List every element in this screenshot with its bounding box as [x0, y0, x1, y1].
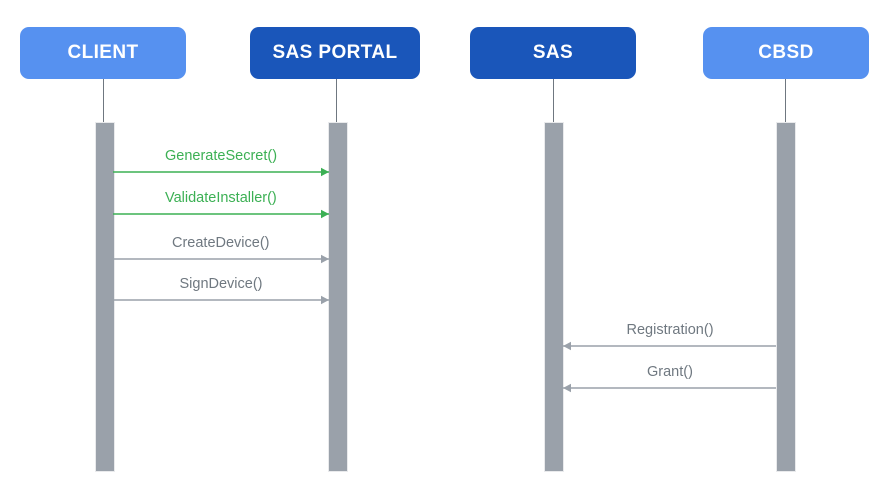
lifeline-cbsd	[785, 79, 786, 122]
message-arrow-registration	[563, 341, 776, 351]
arrow-head-grant	[563, 383, 571, 393]
message-arrow-create-device	[113, 254, 329, 264]
activation-bar-client	[95, 122, 115, 472]
actor-label-sas-portal: SAS PORTAL	[272, 42, 398, 63]
message-label-create-device: CreateDevice()	[172, 235, 270, 251]
arrow-head-validate-installer	[321, 209, 329, 219]
actor-box-sas-portal[interactable]: SAS PORTAL	[250, 27, 420, 79]
message-label-grant: Grant()	[647, 364, 693, 380]
message-arrow-sign-device	[113, 295, 329, 305]
activation-bar-sas-portal	[328, 122, 348, 472]
message-label-generate-secret: GenerateSecret()	[165, 148, 278, 164]
message-label-sign-device: SignDevice()	[179, 276, 263, 292]
actor-box-cbsd[interactable]: CBSD	[703, 27, 869, 79]
actor-label-cbsd: CBSD	[758, 42, 814, 63]
arrow-head-create-device	[321, 254, 329, 264]
actor-box-sas[interactable]: SAS	[470, 27, 636, 79]
lifeline-sas-portal	[336, 79, 337, 122]
actor-label-client: CLIENT	[67, 42, 139, 63]
activation-bar-cbsd	[776, 122, 796, 472]
activation-bar-sas	[544, 122, 564, 472]
lifeline-sas	[553, 79, 554, 122]
lifeline-client	[103, 79, 104, 122]
message-arrow-generate-secret	[113, 167, 329, 177]
arrow-head-registration	[563, 341, 571, 351]
actor-label-sas: SAS	[532, 42, 574, 63]
actor-box-client[interactable]: CLIENT	[20, 27, 186, 79]
message-arrow-grant	[563, 383, 776, 393]
message-label-registration: Registration()	[626, 322, 714, 338]
message-arrow-validate-installer	[113, 209, 329, 219]
message-label-validate-installer: ValidateInstaller()	[165, 190, 277, 206]
arrow-head-generate-secret	[321, 167, 329, 177]
arrow-head-sign-device	[321, 295, 329, 305]
